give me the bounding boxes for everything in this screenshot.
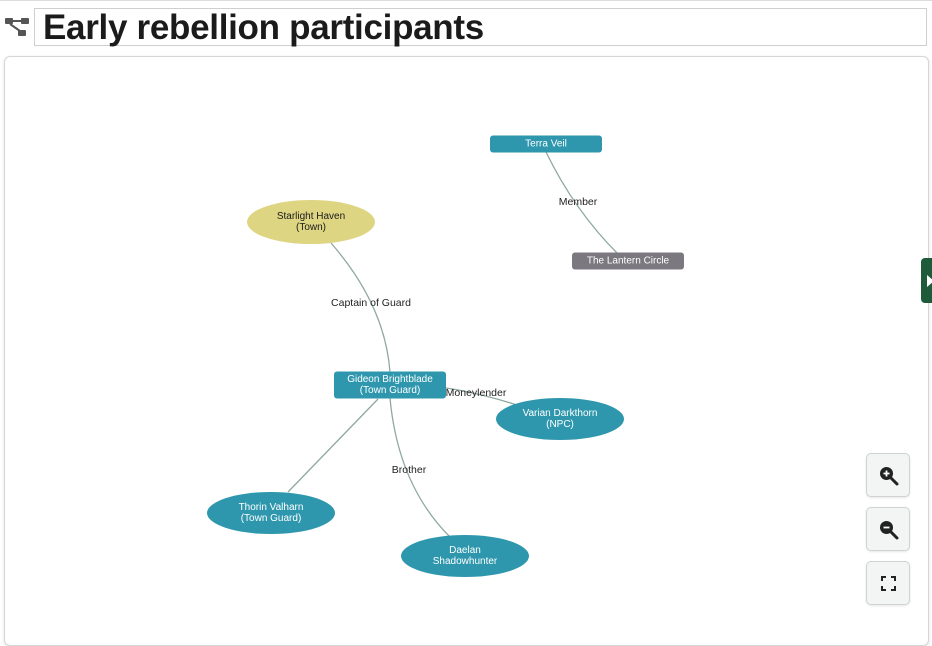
node-label-lantern-0: The Lantern Circle xyxy=(587,256,670,267)
zoom-out-icon xyxy=(880,521,899,540)
node-label-daelan-0: Daelan xyxy=(449,545,481,556)
node-label-thorin-0: Thorin Valharn xyxy=(239,502,304,513)
fullscreen-icon xyxy=(881,576,896,591)
side-panel-toggle[interactable] xyxy=(921,258,932,303)
node-shape-varian xyxy=(496,398,624,440)
edge-starlight-gideon[interactable] xyxy=(330,242,391,373)
node-shape-terra xyxy=(490,135,602,153)
node-label-starlight-1: (Town) xyxy=(296,222,326,233)
node-starlight[interactable]: Starlight Haven(Town) xyxy=(247,200,375,244)
node-terra[interactable]: Terra Veil xyxy=(490,135,602,153)
node-lantern[interactable]: The Lantern Circle xyxy=(572,252,684,270)
node-label-varian-0: Varian Darkthorn xyxy=(523,408,598,419)
edge-gideon-varian[interactable] xyxy=(445,387,521,407)
node-label-gideon-1: (Town Guard) xyxy=(360,385,421,396)
zoom-out-button[interactable] xyxy=(866,507,910,551)
node-label-terra-0: Terra Veil xyxy=(525,139,567,150)
node-shape-daelan xyxy=(401,535,529,577)
node-shape-lantern xyxy=(572,252,684,270)
expand-panel-icon xyxy=(927,275,932,287)
zoom-in-icon xyxy=(880,467,899,486)
node-label-gideon-0: Gideon Brightblade xyxy=(347,374,433,385)
node-label-daelan-1: Shadowhunter xyxy=(433,556,498,567)
zoom-in-button[interactable] xyxy=(866,453,910,497)
edge-label-gideon-varian: Moneylender xyxy=(446,387,507,399)
node-gideon[interactable]: Gideon Brightblade(Town Guard) xyxy=(334,371,446,399)
node-shape-gideon xyxy=(334,371,446,399)
node-label-starlight-0: Starlight Haven xyxy=(277,211,345,222)
node-thorin[interactable]: Thorin Valharn(Town Guard) xyxy=(207,492,335,534)
edge-terra-lantern[interactable] xyxy=(545,151,622,258)
edge-label-gideon-daelan: Brother xyxy=(392,464,427,476)
edge-label-terra-lantern: Member xyxy=(559,196,598,208)
fit-view-button[interactable] xyxy=(866,561,910,605)
node-shape-starlight xyxy=(247,200,375,244)
node-label-varian-1: (NPC) xyxy=(546,419,574,430)
edge-gideon-thorin[interactable] xyxy=(287,398,379,493)
edge-label-starlight-gideon: Captain of Guard xyxy=(331,297,411,309)
title-box[interactable]: Early rebellion participants xyxy=(34,8,927,47)
page-title: Early rebellion participants xyxy=(43,8,484,47)
node-shape-thorin xyxy=(207,492,335,534)
node-varian[interactable]: Varian Darkthorn(NPC) xyxy=(496,398,624,440)
edge-gideon-daelan[interactable] xyxy=(389,397,451,538)
page-header: Early rebellion participants xyxy=(0,0,932,53)
node-label-thorin-1: (Town Guard) xyxy=(241,513,302,524)
graph-network-icon xyxy=(5,18,29,36)
